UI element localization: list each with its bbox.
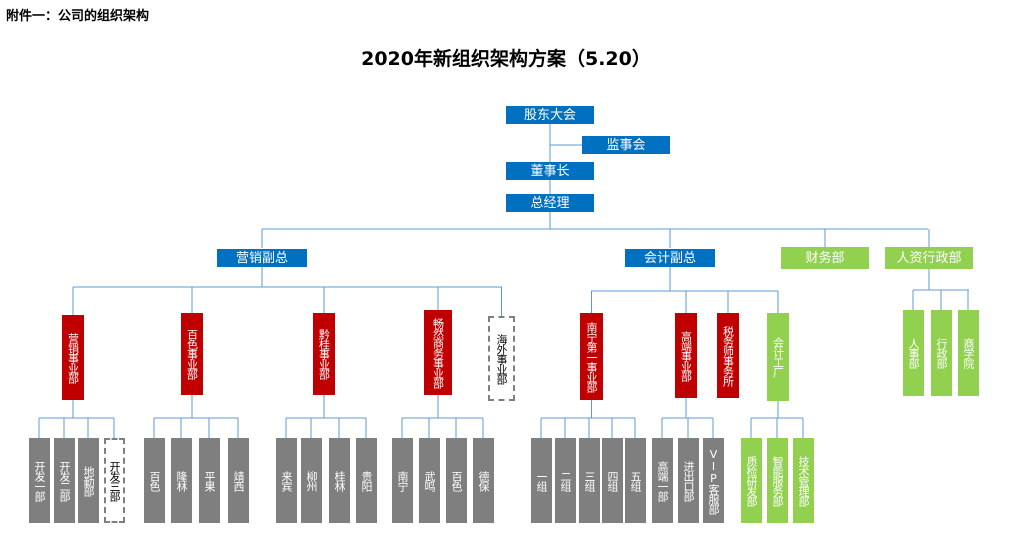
marketing-leaf-node: 地勤部: [78, 438, 99, 523]
marketing-unit-node: 黔桂事业部: [313, 313, 335, 395]
accounting-unit-node: 高端事业部: [675, 313, 697, 398]
vp-accounting-node: 会计副总: [625, 249, 715, 267]
accounting-leaf-node: 一组: [531, 438, 552, 523]
appendix-heading: 附件一：公司的组织架构: [6, 9, 150, 24]
marketing-leaf-node: 贵阳: [356, 438, 377, 523]
marketing-leaf-node: 百色: [144, 438, 165, 523]
marketing-leaf-node: 开发二部: [54, 438, 75, 523]
marketing-leaf-node: 百色: [446, 438, 467, 523]
marketing-leaf-node: 隆林: [171, 438, 192, 523]
marketing-leaf-node: 武鸣: [419, 438, 440, 523]
marketing-leaf-node: 平果: [199, 438, 220, 523]
shareholders-node: 股东大会: [506, 106, 594, 124]
marketing-leaf-node: 开发一部: [29, 438, 50, 523]
accounting-leaf-node: 五组: [625, 438, 646, 523]
marketing-unit-node: 畅然商务事业部: [424, 310, 452, 395]
finance-dept-node: 财务部: [781, 247, 869, 269]
supervisors-node: 监事会: [582, 136, 670, 154]
marketing-leaf-node: 桂林: [329, 438, 350, 523]
accounting-leaf-node: 进出口部: [678, 438, 699, 523]
chart-title: 2020年新组织架构方案（5.20）: [361, 48, 651, 70]
accounting-leaf-node: 二组: [555, 438, 576, 523]
hr-leaf-node: 商学院: [958, 310, 979, 396]
accounting-unit-node: 税务师事务所: [717, 313, 739, 398]
marketing-leaf-node: 德保: [473, 438, 494, 523]
accounting-leaf-node: 三组: [579, 438, 600, 523]
accounting-leaf-node: 技术管理部: [793, 438, 814, 523]
accounting-leaf-node: VIP客服部: [703, 438, 724, 523]
accounting-leaf-node: 智能服务部: [767, 438, 788, 523]
marketing-leaf-node: 开发三部: [104, 438, 125, 523]
hr-leaf-node: 行政部: [931, 310, 952, 396]
marketing-leaf-node: 柳州: [301, 438, 322, 523]
accounting-unit-node: 南宁第一事业部: [580, 313, 603, 400]
general-manager-node: 总经理: [506, 194, 594, 212]
marketing-unit-node: 海外事业部: [488, 316, 515, 401]
accounting-leaf-node: 质检研发部: [741, 438, 762, 523]
accounting-leaf-node: 高端一部: [652, 438, 673, 523]
accounting-leaf-node: 四组: [602, 438, 623, 523]
marketing-leaf-node: 来宾: [276, 438, 297, 523]
accounting-unit-node: 会计工厂: [767, 313, 789, 401]
hr-admin-dept-node: 人资行政部: [885, 247, 973, 269]
board-chairman-node: 董事长: [506, 162, 594, 180]
marketing-leaf-node: 南宁: [392, 438, 413, 523]
hr-leaf-node: 人事部: [903, 310, 924, 396]
marketing-unit-node: 营销事业部: [62, 315, 84, 400]
vp-marketing-node: 营销副总: [217, 249, 307, 267]
marketing-unit-node: 百色事业部: [181, 313, 203, 395]
marketing-leaf-node: 靖西: [228, 438, 249, 523]
